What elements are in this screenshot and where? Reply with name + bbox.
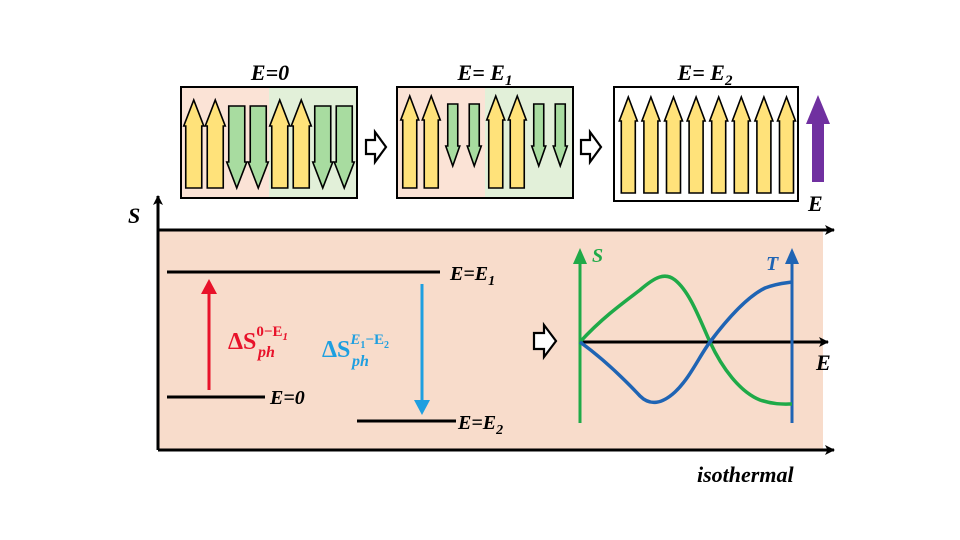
inset-s-label: S: [592, 245, 603, 267]
state-2-box: [613, 86, 799, 202]
state-0-title: E=0: [250, 60, 289, 85]
inset-t-label: T: [766, 253, 779, 275]
state-1-box: [396, 86, 574, 199]
arrow-down-icon: [414, 400, 430, 415]
dipole-up-arrow-icon: [399, 93, 420, 189]
dipole-down-arrow-icon: [552, 103, 569, 169]
isothermal-label: isothermal: [697, 462, 794, 487]
dipole-up-arrow-icon: [507, 93, 528, 189]
inset-e-label: E: [815, 350, 831, 375]
dipole-up-arrow-icon: [182, 97, 205, 189]
transition-arrow-icon: [364, 128, 388, 166]
dipole-down-arrow-icon: [530, 103, 547, 169]
state-1-title: E= E1: [457, 60, 513, 89]
dipole-up-arrow-icon: [731, 94, 752, 194]
state-0-box: [180, 86, 358, 199]
dipole-up-arrow-icon: [204, 97, 227, 189]
level-e0-label: E=0: [269, 387, 305, 409]
inset-entropy-curve: [578, 274, 793, 406]
dipole-up-arrow-icon: [776, 94, 797, 194]
dipole-down-arrow-icon: [311, 105, 334, 191]
dipole-up-arrow-icon: [618, 94, 639, 194]
dipole-up-arrow-icon: [421, 93, 442, 189]
arrow-up-icon: [573, 248, 587, 264]
field-direction-arrow-icon: [806, 95, 830, 182]
dipole-up-arrow-icon: [685, 94, 707, 194]
delta-s-e1-e2-label: ΔSE1−E2: [322, 332, 389, 363]
s-axis-label: S: [128, 203, 140, 228]
dipole-down-arrow-icon: [225, 105, 248, 191]
dipole-up-arrow-icon: [485, 93, 506, 189]
state-2-title: E= E2: [677, 60, 733, 89]
dipole-down-arrow-icon: [444, 103, 461, 169]
inset-pointer-arrow-icon: [532, 321, 558, 361]
dipole-down-arrow-icon: [333, 105, 356, 191]
dipole-up-arrow-icon: [708, 94, 729, 194]
delta-s-e1-e2-subscript: ph: [350, 353, 369, 370]
dipole-up-arrow-icon: [663, 94, 684, 194]
level-e1-label: E=E1: [449, 263, 495, 289]
delta-s-0-e1-label: ΔS0−E1: [228, 324, 288, 355]
dipole-up-arrow-icon: [640, 94, 662, 194]
e-axis-label: E: [807, 191, 823, 216]
transition-arrow-icon: [579, 128, 603, 166]
inset-temperature-curve: [578, 280, 793, 405]
delta-s-0-e1-subscript: ph: [256, 344, 275, 361]
dipole-up-arrow-icon: [753, 94, 775, 194]
level-e2-label: E=E2: [457, 412, 503, 438]
dipole-down-arrow-icon: [466, 103, 483, 169]
dipole-down-arrow-icon: [247, 105, 270, 191]
arrow-up-icon: [785, 248, 799, 264]
arrow-up-icon: [201, 279, 217, 294]
dipole-up-arrow-icon: [290, 97, 313, 189]
dipole-up-arrow-icon: [268, 97, 291, 189]
